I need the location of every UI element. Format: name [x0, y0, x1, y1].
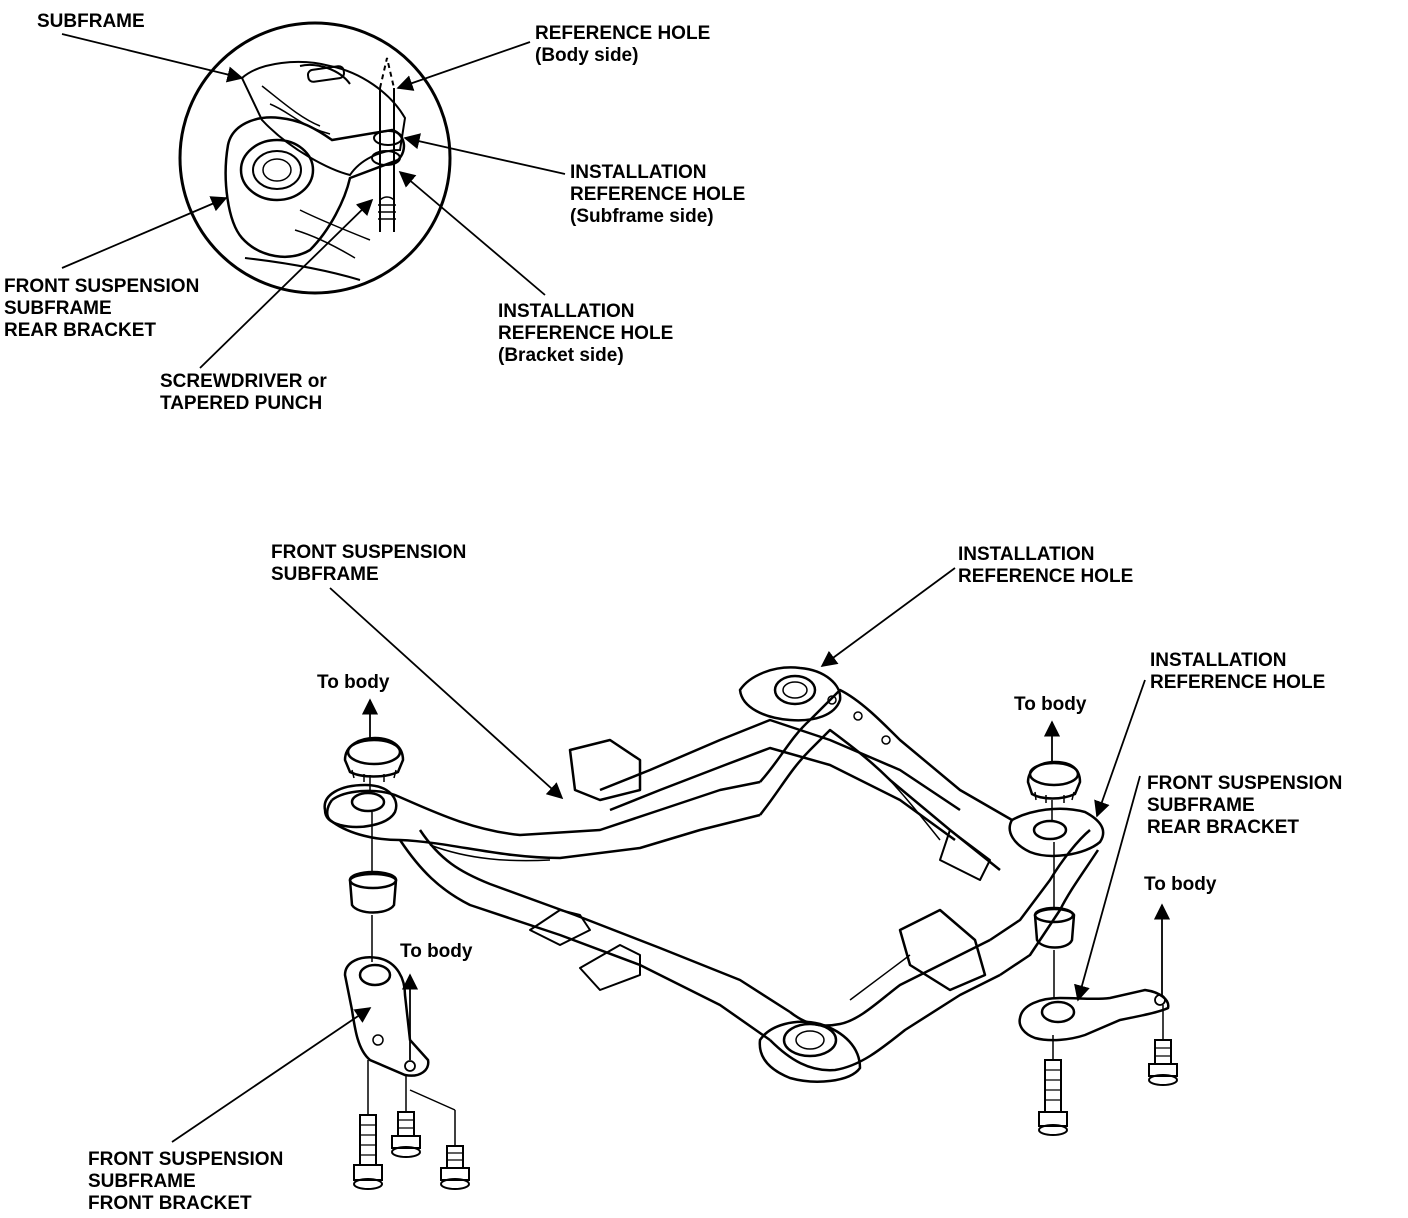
- label-line: REFERENCE HOLE: [1150, 672, 1326, 693]
- label-subframe: SUBFRAME: [37, 11, 145, 33]
- label-line: (Bracket side): [498, 345, 624, 366]
- label-line: INSTALLATION: [958, 544, 1095, 565]
- left-bolt-short: [391, 1111, 421, 1158]
- label-detail-rear-bracket: FRONT SUSPENSION SUBFRAME REAR BRACKET: [4, 276, 199, 342]
- label-line: To body: [1014, 694, 1087, 715]
- label-line: INSTALLATION: [570, 162, 707, 183]
- label-line: To body: [1144, 874, 1217, 895]
- label-line: To body: [400, 941, 473, 962]
- label-line: FRONT BRACKET: [88, 1193, 252, 1214]
- label-to-body-right-bracket: To body: [1144, 874, 1216, 896]
- right-alignment-lines: [1043, 720, 1171, 1060]
- label-line: REFERENCE HOLE: [570, 184, 746, 205]
- label-line: FRONT SUSPENSION: [271, 542, 467, 563]
- label-line: INSTALLATION: [498, 301, 635, 322]
- label-line: REFERENCE HOLE: [498, 323, 674, 344]
- label-line: To body: [317, 672, 390, 693]
- label-to-body-left-bracket: To body: [400, 941, 472, 963]
- label-line: SUBFRAME: [1147, 795, 1255, 816]
- label-line: REAR BRACKET: [1147, 817, 1299, 838]
- label-line: FRONT SUSPENSION: [88, 1149, 284, 1170]
- label-subframe-text: SUBFRAME: [37, 11, 145, 32]
- right-bolt-long: [1038, 1059, 1068, 1136]
- label-line: FRONT SUSPENSION: [4, 276, 200, 297]
- label-to-body-right-top: To body: [1014, 694, 1086, 716]
- label-line: TAPERED PUNCH: [160, 393, 323, 414]
- label-installation-reference-hole-subframe-side: INSTALLATION REFERENCE HOLE (Subframe si…: [570, 162, 745, 228]
- label-line: REAR BRACKET: [4, 320, 156, 341]
- left-bolt-short-2: [440, 1145, 470, 1190]
- label-installation-reference-hole-right: INSTALLATION REFERENCE HOLE: [1150, 650, 1325, 694]
- label-line: INSTALLATION: [1150, 650, 1287, 671]
- label-line: (Body side): [535, 45, 639, 66]
- label-screwdriver-or-tapered-punch: SCREWDRIVER or TAPERED PUNCH: [160, 371, 327, 415]
- label-line: (Subframe side): [570, 206, 714, 227]
- left-mount-stack: [343, 736, 470, 1190]
- label-line: SCREWDRIVER or: [160, 371, 327, 392]
- main-leader-lines: [171, 567, 1146, 1143]
- detail-circle-view: [178, 21, 452, 295]
- left-bolt-long: [353, 1114, 383, 1190]
- label-front-suspension-subframe: FRONT SUSPENSION SUBFRAME: [271, 542, 466, 586]
- label-line: REFERENCE HOLE: [958, 566, 1134, 587]
- label-to-body-left-top: To body: [317, 672, 389, 694]
- detail-leader-lines: [61, 33, 566, 369]
- left-alignment-lines: [361, 698, 456, 1146]
- label-installation-reference-hole-top: INSTALLATION REFERENCE HOLE: [958, 544, 1133, 588]
- label-line: SUBFRAME: [271, 564, 379, 585]
- label-reference-hole-body-side: REFERENCE HOLE (Body side): [535, 23, 710, 67]
- label-front-bracket: FRONT SUSPENSION SUBFRAME FRONT BRACKET: [88, 1149, 283, 1215]
- label-line: REFERENCE HOLE: [535, 23, 711, 44]
- label-line: FRONT SUSPENSION: [1147, 773, 1343, 794]
- label-line: SUBFRAME: [4, 298, 112, 319]
- label-line: SUBFRAME: [88, 1171, 196, 1192]
- subframe-assembly: [323, 666, 1105, 1083]
- label-main-rear-bracket: FRONT SUSPENSION SUBFRAME REAR BRACKET: [1147, 773, 1342, 839]
- label-installation-reference-hole-bracket-side: INSTALLATION REFERENCE HOLE (Bracket sid…: [498, 301, 673, 367]
- right-bolt-short: [1148, 1039, 1178, 1086]
